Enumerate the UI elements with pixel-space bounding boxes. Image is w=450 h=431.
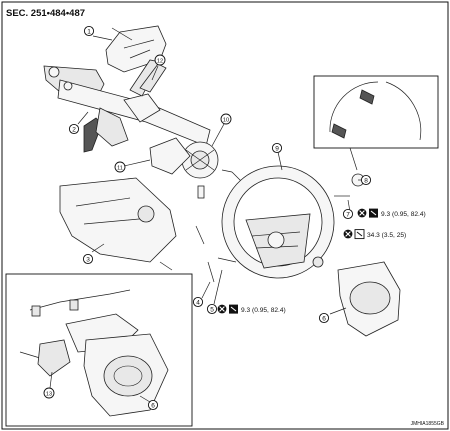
- bolt-4: [207, 261, 215, 283]
- callout-7: 7: [342, 208, 354, 220]
- steering-wheel: [221, 165, 335, 279]
- svg-text:11: 11: [117, 165, 123, 171]
- callout-10: 10: [220, 113, 232, 125]
- svg-text:9: 9: [275, 146, 279, 153]
- torque-spec-5: 9.3 (0.95, 82.4): [217, 304, 286, 314]
- detail-inset: [313, 75, 439, 149]
- torque-spec-7: 9.3 (0.95, 82.4): [357, 208, 426, 218]
- steering-angle-sensor: [149, 137, 191, 175]
- callout-2: 2: [68, 123, 80, 135]
- svg-text:4: 4: [196, 300, 200, 307]
- driver-air-bag-module-inset: [83, 333, 169, 417]
- callout-1: 1: [83, 25, 95, 37]
- callout-6-inset: 6: [147, 399, 159, 411]
- steering-wheel-bolt: [217, 257, 237, 263]
- svg-text:8: 8: [364, 178, 368, 185]
- callout-13: 13: [43, 387, 55, 399]
- air-bag-connector-13: [37, 339, 71, 377]
- inset-screw: [19, 351, 41, 359]
- callout-6-right: 6: [318, 312, 330, 324]
- callout-4: 4: [192, 296, 204, 308]
- spiral-cable: [181, 141, 219, 199]
- svg-text:6: 6: [151, 403, 155, 410]
- svg-text:7: 7: [346, 212, 350, 219]
- steering-wheel-nut: [312, 256, 324, 268]
- section-reference: SEC. 251•484•487: [6, 8, 85, 19]
- svg-text:10: 10: [223, 117, 229, 123]
- callout-12: 12: [154, 54, 166, 66]
- torque-spec-nut: 34.3 (3.5, 25): [343, 229, 406, 240]
- callout-11: 11: [114, 161, 126, 173]
- svg-text:34.3 (3.5, 25): 34.3 (3.5, 25): [367, 232, 406, 239]
- svg-text:12: 12: [157, 58, 163, 64]
- leader-lines: [49, 35, 361, 403]
- figure-id: JMHIA1855GB: [411, 421, 445, 427]
- svg-text:3: 3: [86, 257, 90, 264]
- svg-text:1: 1: [87, 29, 91, 36]
- svg-text:9.3 (0.95, 82.4): 9.3 (0.95, 82.4): [241, 307, 286, 314]
- steering-column-assembly: [43, 59, 211, 153]
- svg-text:9.3 (0.95, 82.4): 9.3 (0.95, 82.4): [381, 211, 426, 218]
- svg-text:6: 6: [322, 316, 326, 323]
- svg-text:5: 5: [210, 307, 214, 314]
- callout-9: 9: [271, 142, 283, 154]
- callout-5: 5: [206, 303, 218, 315]
- svg-text:2: 2: [72, 127, 76, 134]
- steering-column-cover-lower: [59, 177, 177, 263]
- callout-8: 8: [360, 174, 372, 186]
- svg-text:13: 13: [46, 391, 52, 397]
- driver-air-bag-module: [337, 261, 401, 337]
- callout-3: 3: [82, 253, 94, 265]
